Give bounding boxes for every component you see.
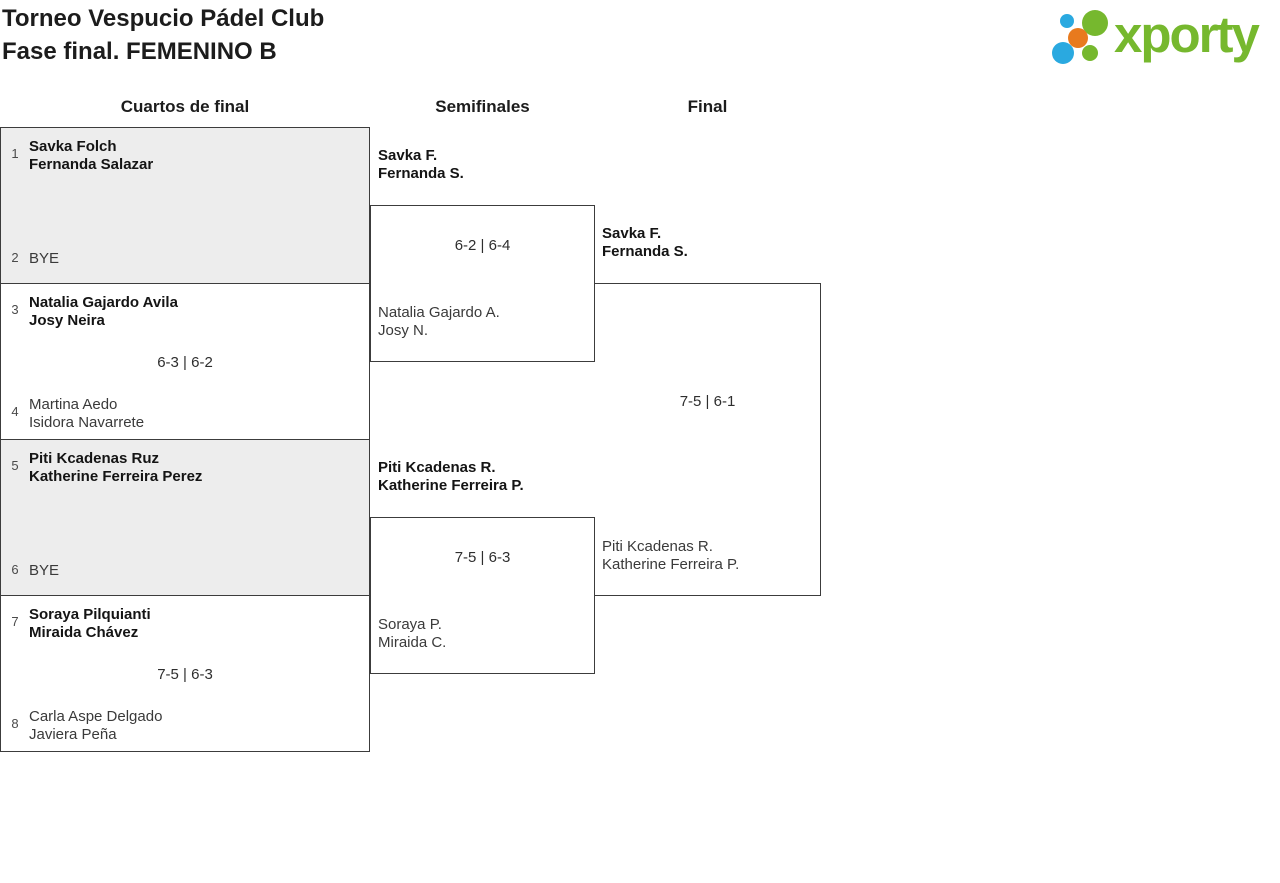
match-score: 7-5 | 6-3: [157, 666, 213, 683]
team-name: Martina Aedo Isidora Navarrete: [29, 396, 145, 431]
page-title-line1: Torneo Vespucio Pádel Club: [2, 5, 325, 32]
match-score: 6-2 | 6-4: [454, 237, 511, 254]
seed-number: 5: [11, 458, 19, 473]
match-score: 7-5 | 6-1: [679, 393, 736, 410]
page-title-line2: Fase final. FEMENINO B: [2, 38, 277, 65]
team-name: Piti Kcadenas R. Katherine Ferreira P.: [378, 459, 524, 494]
match-quarterfinal-1: 1 Savka Folch Fernanda Salazar 2 BYE: [0, 127, 370, 284]
match-score: 6-3 | 6-2: [157, 354, 213, 371]
seed-number: 4: [11, 404, 19, 419]
round-header-cuartos: Cuartos de final: [120, 97, 250, 116]
match-final: [594, 283, 821, 596]
team-name: Soraya Pilquianti Miraida Chávez: [29, 606, 151, 641]
team-name: Soraya P. Miraida C.: [378, 616, 447, 651]
seed-number: 8: [11, 716, 19, 731]
seed-number: 1: [11, 146, 19, 161]
team-name: Carla Aspe Delgado Javiera Peña: [29, 708, 163, 743]
team-name-bye: BYE: [29, 562, 60, 579]
seed-number: 6: [11, 562, 19, 577]
match-quarterfinal-4: 7 Soraya Pilquianti Miraida Chávez 7-5 |…: [0, 595, 370, 752]
team-name: Savka F. Fernanda S.: [602, 225, 688, 260]
match-quarterfinal-3: 5 Piti Kcadenas Ruz Katherine Ferreira P…: [0, 439, 370, 596]
team-name: Savka Folch Fernanda Salazar: [29, 138, 154, 173]
team-name: Piti Kcadenas R. Katherine Ferreira P.: [602, 538, 740, 573]
seed-number: 3: [11, 302, 19, 317]
team-name-bye: BYE: [29, 250, 60, 267]
team-name: Natalia Gajardo Avila Josy Neira: [29, 294, 178, 329]
match-score: 7-5 | 6-3: [454, 549, 511, 566]
round-header-semifinales: Semifinales: [435, 97, 530, 116]
team-name: Natalia Gajardo A. Josy N.: [378, 304, 500, 339]
round-header-final: Final: [687, 97, 728, 116]
team-name: Piti Kcadenas Ruz Katherine Ferreira Per…: [29, 450, 203, 485]
xporty-logo-dots-icon: [1052, 10, 1108, 64]
match-quarterfinal-2: 3 Natalia Gajardo Avila Josy Neira 6-3 |…: [0, 283, 370, 440]
seed-number: 7: [11, 614, 19, 629]
team-name: Savka F. Fernanda S.: [378, 147, 464, 182]
xporty-logo[interactable]: xporty: [1114, 6, 1260, 63]
seed-number: 2: [11, 250, 19, 265]
